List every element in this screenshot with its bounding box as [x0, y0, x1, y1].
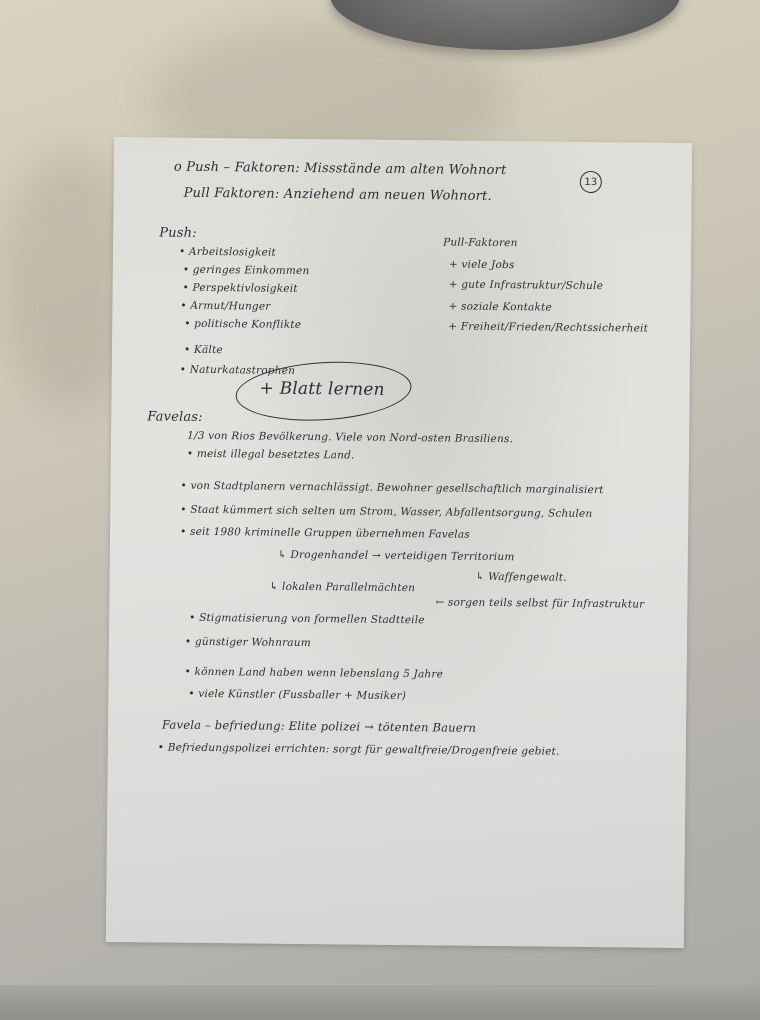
favelas-line: • können Land haben wenn lebenslang 5 Ja… [184, 665, 444, 681]
favelas-line: • Staat kümmert sich selten um Strom, Wa… [180, 503, 593, 521]
push-heading: Push: [159, 225, 197, 241]
push-item: • politische Konflikte [184, 317, 302, 331]
push-item: • Kälte [183, 343, 223, 357]
handwritten-note-sheet: o Push – Faktoren: Missstände am alten W… [105, 136, 693, 949]
pull-item: + gute Infrastruktur/Schule [448, 278, 604, 293]
circled-note-text: + Blatt lernen [259, 378, 385, 400]
favelas-line: ↳ Drogenhandel → verteidigen Territorium [277, 548, 515, 564]
table-edge [0, 985, 760, 1020]
favelas-heading: Favelas: [147, 409, 203, 425]
favelas-line: • meist illegal besetztes Land. [186, 447, 355, 462]
favelas-line: • Befriedungspolizei errichten: sorgt fü… [157, 741, 560, 758]
favelas-line: ↳ Waffengewalt. [475, 570, 567, 584]
page-number-circle: 13 [579, 170, 602, 194]
pull-item: + soziale Kontakte [448, 300, 552, 314]
push-item: • Perspektivlosigkeit [182, 281, 298, 295]
favelas-line: • von Stadtplanern vernachlässigt. Bewoh… [180, 479, 604, 497]
line-push-def: o Push – Faktoren: Missstände am alten W… [173, 159, 507, 179]
favelas-line: • seit 1980 kriminelle Gruppen übernehme… [180, 525, 471, 541]
line-pull-def: Pull Faktoren: Anziehend am neuen Wohnor… [183, 185, 492, 204]
favelas-line: • Stigmatisierung von formellen Stadttei… [189, 611, 425, 627]
push-item: • Armut/Hunger [180, 299, 271, 313]
pull-heading: Pull-Faktoren [443, 236, 518, 250]
favelas-line: ↳ lokalen Parallelmächten [269, 580, 416, 595]
pull-item: + viele Jobs [448, 258, 515, 272]
favelas-line: ← sorgen teils selbst für Infrastruktur [435, 596, 645, 611]
push-item: • geringes Einkommen [182, 263, 310, 278]
favelas-line: • günstiger Wohnraum [184, 635, 311, 650]
push-item: • Arbeitslosigkeit [178, 245, 277, 259]
favelas-line: • viele Künstler (Fussballer + Musiker) [188, 687, 407, 703]
pull-item: + Freiheit/Frieden/Rechtssicherheit [448, 320, 649, 335]
favelas-line: 1/3 von Rios Bevölkerung. Viele von Nord… [187, 429, 514, 446]
favelas-line: Favela – befriedung: Elite polizei → töt… [162, 717, 477, 735]
